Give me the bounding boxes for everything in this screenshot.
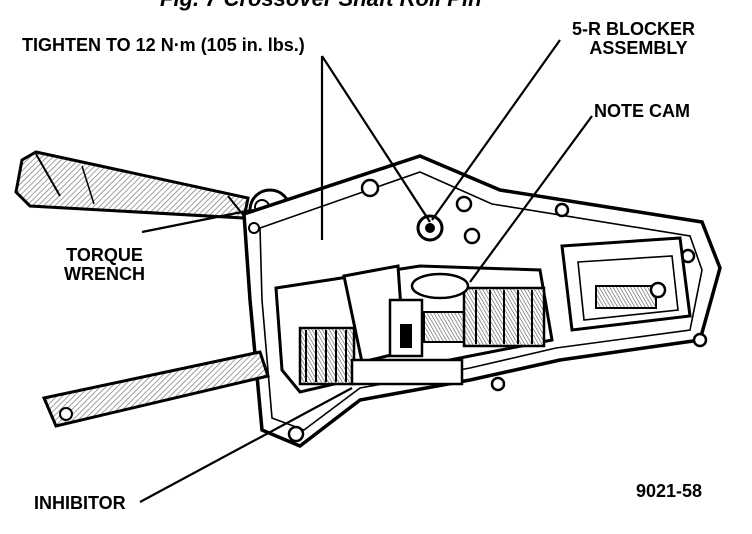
blocker-label-line1: 5-R BLOCKER — [572, 19, 696, 39]
lower-shaft — [41, 350, 270, 428]
blocker-label-line2: ASSEMBLY — [589, 37, 688, 58]
torque-wrench-label: TORQUE WRENCH — [64, 246, 145, 284]
note-cam-label: NOTE CAM — [594, 101, 690, 121]
torque-label-line2: WRENCH — [64, 263, 145, 284]
figure-code: 9021-58 — [636, 481, 703, 501]
tighten-label: TIGHTEN TO 12 N·m (105 in. lbs.) — [22, 35, 305, 55]
left-pocket — [274, 264, 554, 394]
leader-lines — [139, 39, 593, 503]
right-pocket — [560, 236, 692, 332]
inhibitor-label: INHIBITOR — [34, 493, 126, 513]
figure-title: Fig. 7 Crossover Shaft Roll Pin — [160, 0, 482, 12]
torque-label-line1: TORQUE — [66, 245, 143, 265]
blocker-assembly-label: 5-R BLOCKER ASSEMBLY — [572, 20, 695, 58]
